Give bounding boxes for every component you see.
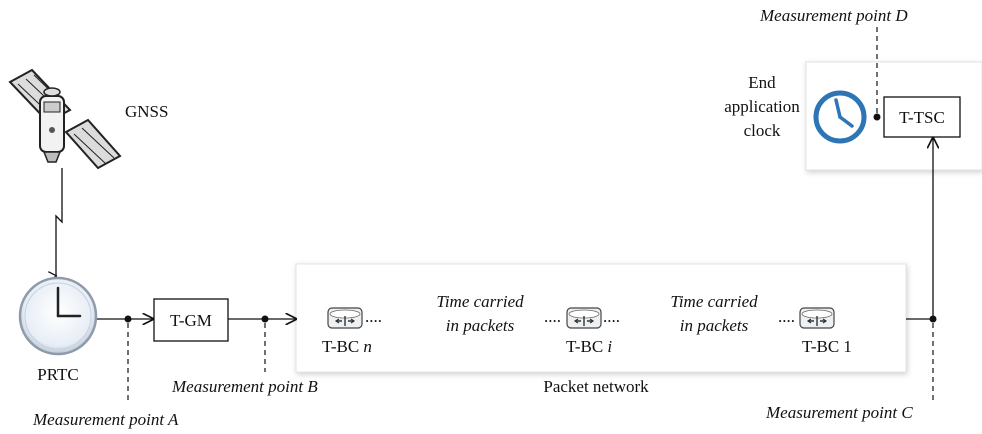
router-icon: [566, 307, 602, 329]
end-app-clock-line2: application: [724, 97, 800, 116]
end-application-clock-icon: [813, 90, 867, 144]
radio-link-icon: [55, 168, 63, 276]
end-app-clock-line1: End: [748, 73, 776, 92]
t-bc-1-label: T-BC 1: [802, 337, 852, 356]
prtc-clock-icon: [18, 276, 98, 356]
ellipsis-4: ....: [778, 307, 795, 326]
packet-network-label: Packet network: [543, 377, 649, 396]
measurement-point-a-label: Measurement point A: [32, 410, 179, 429]
gnss-label: GNSS: [125, 102, 168, 121]
measurement-point-b-label: Measurement point B: [171, 377, 318, 396]
t-bc-n-label: T-BC n: [322, 337, 372, 356]
measurement-point-d-dot: [873, 113, 881, 121]
ellipsis-1: ....: [365, 307, 382, 326]
time-carried-2-line2: in packets: [680, 316, 749, 335]
router-icon: [799, 307, 835, 329]
prtc-label: PRTC: [37, 365, 79, 384]
ellipsis-2: ....: [544, 307, 561, 326]
time-carried-2-line1: Time carried: [670, 292, 758, 311]
satellite-icon: [8, 68, 122, 170]
end-app-clock-line3: clock: [744, 121, 781, 140]
t-tsc-label: T-TSC: [899, 108, 945, 127]
ellipsis-3: ....: [603, 307, 620, 326]
measurement-point-c-label: Measurement point C: [765, 403, 913, 422]
router-icon: [327, 307, 363, 329]
t-bc-i-label: T-BC i: [566, 337, 612, 356]
measurement-point-c-dot: [929, 315, 937, 323]
time-carried-1-line2: in packets: [446, 316, 515, 335]
measurement-point-b-dot: [261, 315, 269, 323]
t-tsc-box: [883, 96, 961, 138]
t-gm-label: T-GM: [170, 311, 212, 330]
measurement-point-d-label: Measurement point D: [759, 6, 908, 25]
t-gm-box: [153, 298, 229, 342]
time-carried-1-line1: Time carried: [436, 292, 524, 311]
measurement-point-a-dot: [124, 315, 132, 323]
